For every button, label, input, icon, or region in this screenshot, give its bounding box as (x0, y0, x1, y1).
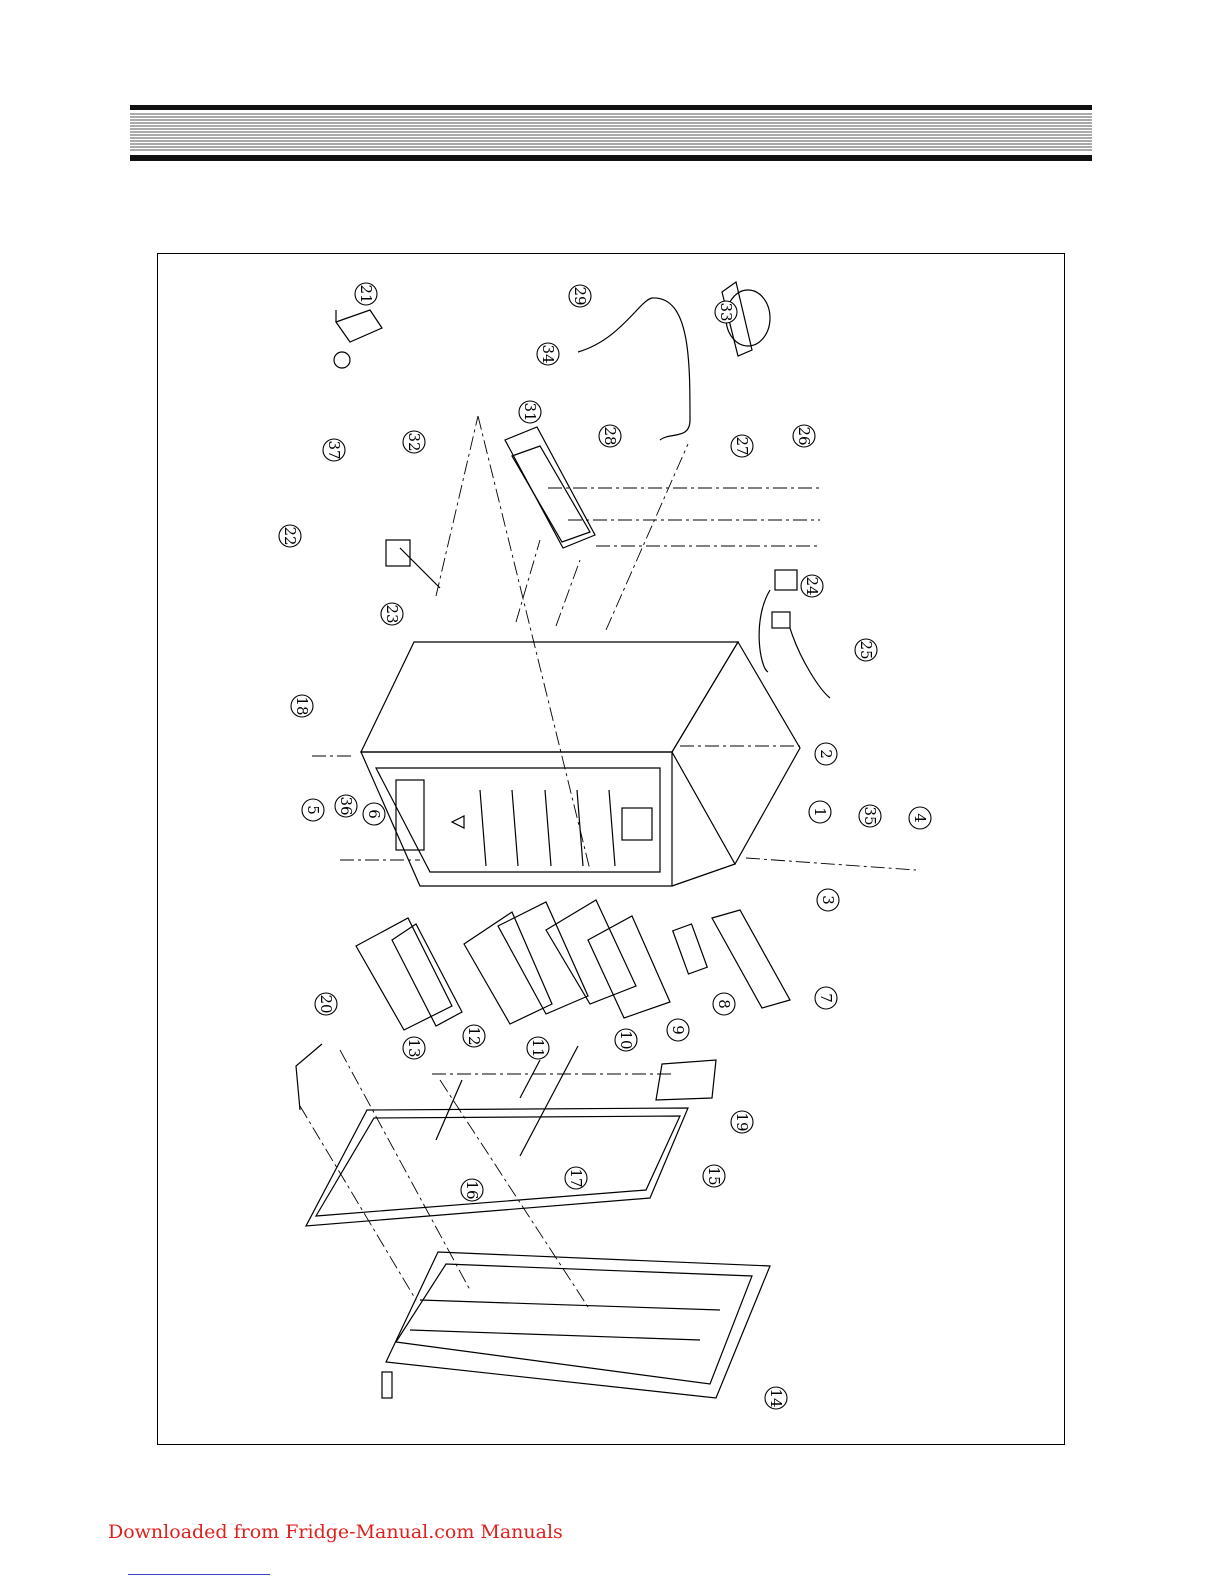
callout-27: 27 (731, 435, 753, 457)
svg-text:36: 36 (337, 796, 355, 815)
callout-5: 5 (302, 799, 324, 821)
svg-text:7: 7 (817, 993, 835, 1003)
door-bars (296, 1044, 716, 1156)
svg-text:28: 28 (601, 426, 619, 445)
footer-download-link[interactable]: Downloaded from Fridge-Manual.com Manual… (108, 1521, 563, 1543)
callout-21: 21 (355, 283, 377, 305)
svg-text:37: 37 (325, 440, 343, 459)
callout-29: 29 (569, 285, 591, 307)
callout-28: 28 (599, 425, 621, 447)
callout-22: 22 (279, 525, 301, 547)
svg-text:8: 8 (715, 999, 733, 1009)
evaporator-assembly (505, 427, 595, 548)
svg-text:18: 18 (293, 696, 311, 715)
svg-text:20: 20 (317, 994, 335, 1013)
callout-14: 14 (765, 1387, 787, 1409)
svg-text:14: 14 (767, 1388, 785, 1407)
svg-text:27: 27 (733, 436, 751, 455)
callout-8: 8 (713, 993, 735, 1015)
svg-text:31: 31 (521, 402, 539, 421)
svg-text:23: 23 (383, 604, 401, 623)
callout-13: 13 (403, 1037, 425, 1059)
callout-15: 15 (703, 1165, 725, 1187)
svg-text:4: 4 (911, 813, 929, 823)
callout-35: 35 (859, 805, 881, 827)
svg-text:35: 35 (861, 806, 879, 825)
callout-25: 25 (855, 639, 877, 661)
svg-text:19: 19 (733, 1112, 751, 1131)
callout-31: 31 (519, 401, 541, 423)
callout-7: 7 (815, 987, 837, 1009)
callout-12: 12 (463, 1025, 485, 1047)
svg-text:29: 29 (571, 286, 589, 305)
callout-9: 9 (667, 1019, 689, 1041)
power-cord (578, 298, 690, 440)
callout-36: 36 (335, 795, 357, 817)
svg-text:15: 15 (705, 1166, 723, 1185)
svg-text:1: 1 (811, 807, 829, 817)
svg-text:3: 3 (819, 895, 837, 905)
callout-37: 37 (323, 439, 345, 461)
svg-text:21: 21 (357, 284, 375, 303)
svg-text:25: 25 (857, 640, 875, 659)
callout-1: 1 (809, 801, 831, 823)
svg-text:24: 24 (803, 576, 821, 595)
callout-3: 3 (817, 889, 839, 911)
callout-2: 2 (815, 743, 837, 765)
svg-text:6: 6 (365, 809, 383, 819)
callout-33: 33 (715, 301, 737, 323)
callout-24: 24 (801, 575, 823, 597)
svg-text:16: 16 (463, 1180, 481, 1199)
callout-32: 32 (403, 431, 425, 453)
svg-text:11: 11 (529, 1038, 547, 1057)
callout-6: 6 (363, 803, 385, 825)
svg-text:5: 5 (304, 805, 322, 815)
svg-text:13: 13 (405, 1038, 423, 1057)
callout-34: 34 (537, 343, 559, 365)
callout-26: 26 (793, 425, 815, 447)
callout-18: 18 (291, 695, 313, 717)
svg-text:9: 9 (669, 1025, 687, 1035)
callout-4: 4 (909, 807, 931, 829)
svg-text:10: 10 (617, 1030, 635, 1049)
svg-text:34: 34 (539, 344, 557, 363)
footer-underline (128, 1574, 270, 1575)
callout-10: 10 (615, 1029, 637, 1051)
thermostat-box (334, 310, 440, 588)
callout-11: 11 (527, 1037, 549, 1059)
callout-16: 16 (461, 1179, 483, 1201)
svg-text:33: 33 (717, 302, 735, 321)
door-liner (382, 1252, 770, 1398)
callout-19: 19 (731, 1111, 753, 1133)
svg-text:26: 26 (795, 426, 813, 445)
svg-text:22: 22 (281, 526, 299, 545)
svg-text:32: 32 (405, 432, 423, 451)
callout-17: 17 (565, 1167, 587, 1189)
callout-23: 23 (381, 603, 403, 625)
callout-20: 20 (315, 993, 337, 1015)
svg-text:2: 2 (817, 749, 835, 759)
cabinet-body (361, 642, 800, 886)
svg-text:17: 17 (567, 1168, 585, 1187)
svg-text:12: 12 (465, 1026, 483, 1045)
